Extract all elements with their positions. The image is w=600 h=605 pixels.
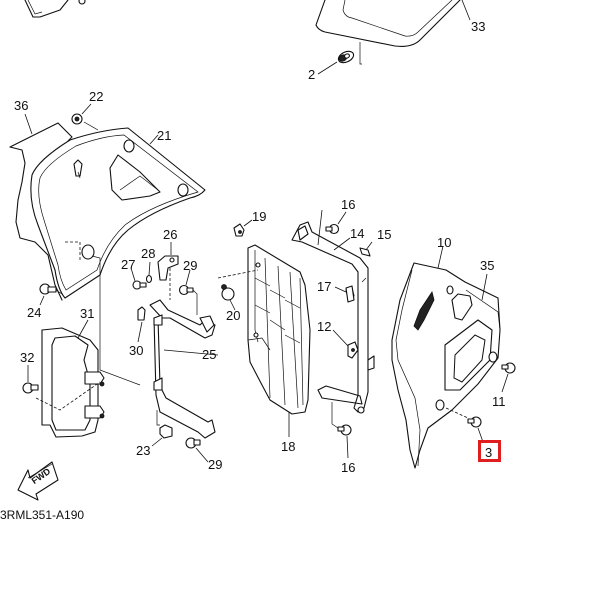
callout-20[interactable]: 20 bbox=[226, 308, 241, 323]
callout-18[interactable]: 18 bbox=[281, 439, 296, 454]
callout-25[interactable]: 25 bbox=[202, 347, 217, 362]
highlighted-callout-box bbox=[478, 440, 501, 462]
callout-15[interactable]: 15 bbox=[377, 227, 392, 242]
part-26-bracket bbox=[157, 242, 179, 300]
callout-2[interactable]: 2 bbox=[308, 67, 316, 82]
callout-14[interactable]: 14 bbox=[350, 226, 365, 241]
part-10-side-panel bbox=[391, 245, 501, 469]
part-30-clip bbox=[137, 306, 146, 343]
part-16-bolt-lower bbox=[331, 402, 352, 459]
part-21-shroud-panel bbox=[30, 127, 206, 386]
diagram-code: 3RML351-A190 bbox=[0, 508, 85, 522]
callout-17[interactable]: 17 bbox=[317, 279, 332, 294]
callout-16-upper[interactable]: 16 bbox=[341, 197, 356, 212]
part-2-grommet bbox=[317, 50, 355, 75]
part-28-washer bbox=[145, 261, 153, 284]
callout-30[interactable]: 30 bbox=[129, 343, 144, 358]
part-top-left-partial bbox=[24, 0, 86, 18]
callout-11[interactable]: 11 bbox=[492, 394, 506, 409]
part-27-bolt bbox=[130, 267, 147, 290]
callout-16-lower[interactable]: 16 bbox=[341, 460, 356, 475]
part-23-nut bbox=[151, 410, 173, 447]
callout-19[interactable]: 19 bbox=[252, 209, 267, 224]
part-17-clip bbox=[334, 285, 355, 303]
callout-13-highlighted[interactable]: 3 bbox=[485, 445, 493, 460]
part-25-stay bbox=[149, 299, 219, 439]
callout-10[interactable]: 10 bbox=[437, 235, 452, 250]
callout-29-upper[interactable]: 29 bbox=[183, 258, 198, 273]
callout-26[interactable]: 26 bbox=[163, 227, 178, 242]
part-20-grommet bbox=[217, 269, 259, 311]
part-35-emblem bbox=[465, 273, 501, 331]
callout-36[interactable]: 36 bbox=[14, 98, 29, 113]
part-29-bolt-lower bbox=[185, 437, 209, 463]
callout-29-lower[interactable]: 29 bbox=[208, 457, 223, 472]
part-33-side-cover bbox=[315, 0, 471, 65]
callout-33[interactable]: 33 bbox=[471, 19, 486, 34]
part-18-radiator-louver bbox=[247, 244, 311, 437]
part-31-guard bbox=[35, 319, 105, 438]
part-36-shroud bbox=[9, 113, 73, 301]
callout-28[interactable]: 28 bbox=[141, 246, 156, 261]
part-11-bolt bbox=[501, 362, 516, 393]
callout-12[interactable]: 12 bbox=[317, 319, 332, 334]
callout-27[interactable]: 27 bbox=[121, 257, 136, 272]
part-19-clip bbox=[233, 219, 253, 237]
part-16-bolt-upper bbox=[325, 211, 347, 235]
callout-21[interactable]: 21 bbox=[157, 128, 172, 143]
part-24-bolt bbox=[39, 283, 63, 306]
callout-32[interactable]: 32 bbox=[20, 350, 35, 365]
part-29-bolt-upper bbox=[178, 269, 198, 315]
callout-24[interactable]: 24 bbox=[27, 305, 42, 320]
fwd-arrow-icon bbox=[17, 461, 59, 501]
part-12-nut bbox=[332, 329, 359, 359]
callout-31[interactable]: 31 bbox=[80, 306, 95, 321]
callout-35[interactable]: 35 bbox=[480, 258, 495, 273]
part-13-bolt bbox=[435, 399, 484, 443]
part-15-label bbox=[359, 241, 373, 257]
callout-23[interactable]: 23 bbox=[136, 443, 151, 458]
part-22-nut bbox=[71, 103, 99, 131]
part-32-bolt bbox=[22, 365, 39, 394]
callout-22[interactable]: 22 bbox=[89, 89, 104, 104]
